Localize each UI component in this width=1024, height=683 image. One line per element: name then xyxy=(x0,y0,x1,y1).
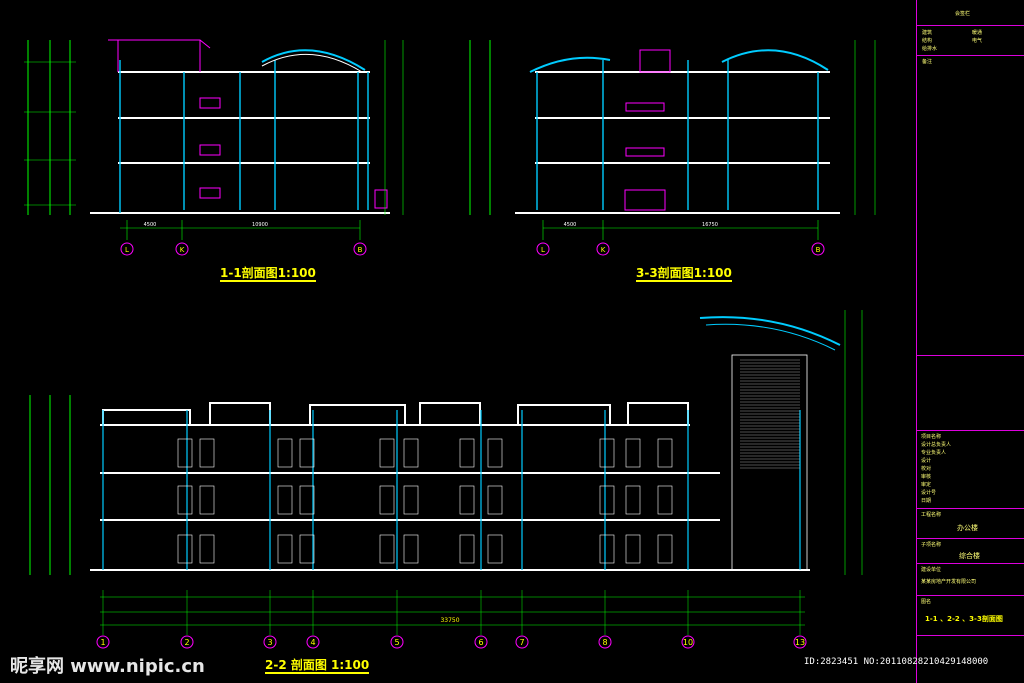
title-block: 会签栏 建筑 结构 给排水 暖通 电气 备注 项目名称 设计总负责人 专业负责人… xyxy=(916,0,1024,683)
section-1-1-title: 1-1剖面图1:100 xyxy=(220,266,316,282)
field-2: 专业负责人 xyxy=(921,450,947,456)
sub-value: 综合楼 xyxy=(959,552,980,560)
field-1: 设计总负责人 xyxy=(921,442,952,448)
sub-row: 子项名称 综合楼 xyxy=(917,538,1024,563)
field-3: 设计 xyxy=(921,458,932,464)
axis-label: 2 xyxy=(184,638,189,647)
axis-label: 7 xyxy=(519,638,524,647)
dimension-label: 4500 xyxy=(564,222,577,228)
field-7: 设计号 xyxy=(921,490,937,496)
axis-label: 13 xyxy=(795,638,805,647)
axis-label: 8 xyxy=(602,638,607,647)
sub-label: 子项名称 xyxy=(921,542,942,548)
row-4: 暖通 xyxy=(972,30,983,36)
note-label: 备注 xyxy=(922,59,933,65)
people-area: 项目名称 设计总负责人 专业负责人 设计 校对 审核 审定 设计号 日期 xyxy=(917,430,1024,508)
dimension-label: 10900 xyxy=(252,222,268,228)
axis-label: 5 xyxy=(394,638,399,647)
dimension-label: 4500 xyxy=(144,222,157,228)
image-id-watermark: ID:2823451 NO:20110828210429148000 xyxy=(804,657,989,667)
axis-label: L xyxy=(125,246,129,254)
section-3-3-drawing xyxy=(469,40,876,256)
axis-label: B xyxy=(358,246,363,254)
section-1-1-drawing xyxy=(24,39,404,256)
axis-label: 6 xyxy=(478,638,483,647)
axis-label: 1 xyxy=(100,638,105,647)
axis-label: K xyxy=(601,246,606,254)
field-6: 审定 xyxy=(921,482,932,488)
field-0: 项目名称 xyxy=(921,434,942,440)
axis-label: B xyxy=(816,246,821,254)
site-watermark: 昵享网 www.nipic.cn xyxy=(10,656,205,677)
drawing-label: 图名 xyxy=(921,599,932,605)
bottom-row xyxy=(917,635,1024,683)
section-2-2-title: 2-2 剖面图 1:100 xyxy=(265,658,370,674)
row-1: 建筑 xyxy=(922,30,933,36)
field-5: 审核 xyxy=(921,474,932,480)
section-3-3-title: 3-3剖面图1:100 xyxy=(636,266,732,282)
project-row: 工程名称 办公楼 xyxy=(917,508,1024,538)
axis-label: 10 xyxy=(683,638,693,647)
countersign-label: 会签栏 xyxy=(955,11,971,17)
row-3: 给排水 xyxy=(922,46,938,52)
row-2: 结构 xyxy=(922,38,933,44)
axis-label: 3 xyxy=(267,638,272,647)
note-area: 备注 xyxy=(917,55,1024,355)
cad-drawing-canvas: 1 2 3 4 5 6 7 8 10 13 33750 L K B L K B 4500 10900 4500 167… xyxy=(24,39,876,649)
field-4: 校对 xyxy=(921,466,932,472)
row-5: 电气 xyxy=(972,38,983,44)
countersign-rows: 建筑 结构 给排水 暖通 电气 xyxy=(917,25,1024,67)
unit-value: 某某房地产开发有限公司 xyxy=(921,579,977,585)
field-8: 日期 xyxy=(921,498,932,504)
total-dimension: 33750 xyxy=(440,617,459,624)
unit-row: 建设单位 某某房地产开发有限公司 xyxy=(917,563,1024,595)
section-2-2-drawing: 1 2 3 4 5 6 7 8 10 13 33750 xyxy=(29,310,863,649)
drawing-name-row: 图名 1-1 、2-2 、3-3剖面图 xyxy=(917,595,1024,635)
unit-label: 建设单位 xyxy=(921,567,942,573)
dimension-label: 16750 xyxy=(702,222,718,228)
axis-label: K xyxy=(180,246,185,254)
project-value: 办公楼 xyxy=(957,524,978,532)
axis-label: L xyxy=(541,246,545,254)
axis-label: 4 xyxy=(310,638,315,647)
drawing-value: 1-1 、2-2 、3-3剖面图 xyxy=(925,615,1003,623)
fields-area xyxy=(917,355,1024,430)
project-label: 工程名称 xyxy=(921,512,942,518)
